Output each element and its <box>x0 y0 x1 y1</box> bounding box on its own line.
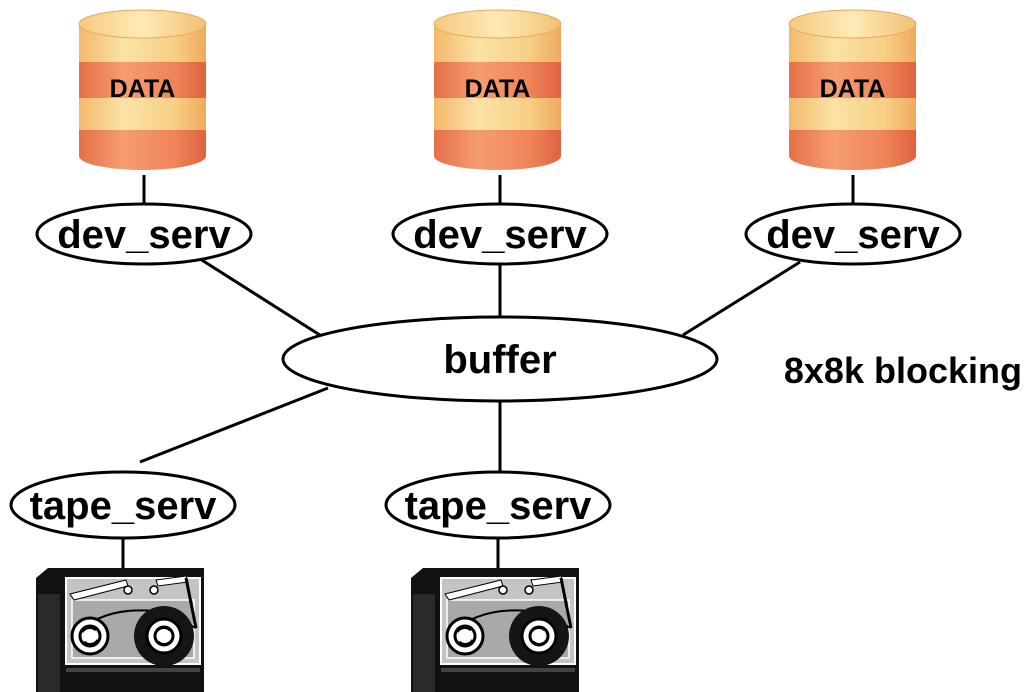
link-devserv3-buffer <box>682 260 801 337</box>
database-label: DATA <box>820 75 886 103</box>
buffer-label: buffer <box>443 338 556 382</box>
database-cylinder: DATA <box>788 9 917 171</box>
blocking-note: 8x8k blocking <box>784 350 1022 391</box>
tape-drive-icon <box>34 566 206 692</box>
database-cylinder: DATA <box>78 9 207 171</box>
dev-serv-label: dev_serv <box>766 213 940 257</box>
dev-serv-node: dev_serv <box>391 202 609 266</box>
connections <box>121 175 855 568</box>
database-cylinder: DATA <box>433 9 562 171</box>
dev-serv-label: dev_serv <box>57 213 231 257</box>
dev-serv-node: dev_serv <box>35 202 253 266</box>
tape-drive-icon <box>409 566 581 692</box>
database-label: DATA <box>110 75 176 103</box>
dev-serv-node: dev_serv <box>744 202 962 266</box>
tape-serv-label: tape_serv <box>405 484 593 528</box>
link-buffer-tapeserv1 <box>139 386 329 464</box>
database-label: DATA <box>465 75 531 103</box>
tape-serv-node: tape_serv <box>9 470 237 540</box>
dev-serv-label: dev_serv <box>413 213 587 257</box>
buffer-node: buffer <box>281 315 719 403</box>
tape-serv-node: tape_serv <box>384 470 612 540</box>
link-devserv1-buffer <box>196 255 324 339</box>
tape-serv-label: tape_serv <box>30 484 218 528</box>
